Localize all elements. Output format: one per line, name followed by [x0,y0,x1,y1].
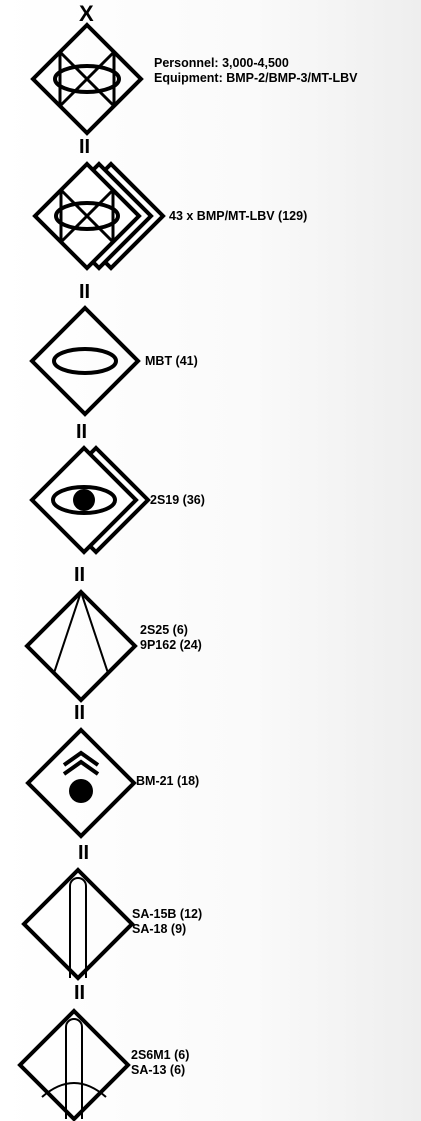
label-line: BM-21 (18) [136,774,200,788]
unit-label: BM-21 (18) [136,774,199,789]
unit-label: MBT (41) [145,354,198,369]
label-line: 2S6M1 (6) [131,1048,190,1062]
label-line: 2S19 (36) [150,493,205,507]
unit-label: 43 x BMP/MT-LBV (129) [169,209,307,224]
unit-mech-battalion: II 43 x BMP/MT-LBV (129) [0,135,421,280]
unit-sp-artillery-battalion: II 2S19 (36) [0,420,421,565]
echelon-marker: II [74,982,86,1004]
echelon-marker: II [74,702,86,724]
unit-tank-battalion: II MBT (41) [0,280,421,420]
unit-label: SA-15B (12) SA-18 (9) [132,907,202,937]
echelon-marker: II [79,136,91,158]
armor-icon [29,305,141,417]
label-line: 43 x BMP/MT-LBV (129) [169,209,308,223]
unit-label: 2S6M1 (6) SA-13 (6) [131,1048,189,1078]
self-propelled-artillery-icon [29,445,151,555]
label-line: Equipment: BMP-2/BMP-3/MT-LBV [154,71,358,85]
label-line: SA-18 (9) [132,922,187,936]
echelon-marker: II [76,421,88,443]
label-line: 9P162 (24) [140,638,202,652]
echelon-marker: II [79,281,91,303]
mechanized-infantry-icon [30,22,144,136]
unit-brigade: X Personnel: 3,000-4,500 Equipment: BMP-… [0,0,421,140]
unit-label: 2S25 (6) 9P162 (24) [140,623,202,653]
echelon-marker: II [78,842,90,864]
rocket-artillery-icon [25,727,137,839]
mechanized-infantry-icon [32,161,166,271]
antitank-icon [24,589,138,703]
unit-air-defense-gun-missile-battalion: II 2S6M1 (6) SA-13 (6) [0,983,421,1121]
label-line: Personnel: 3,000-4,500 [154,56,289,70]
unit-label: 2S19 (36) [150,493,205,508]
unit-air-defense-missile-battalion: II SA-15B (12) SA-18 (9) [0,843,421,983]
label-line: 2S25 (6) [140,623,188,637]
air-defense-gun-missile-icon [17,1008,131,1121]
label-line: SA-13 (6) [131,1063,186,1077]
air-defense-missile-icon [21,867,135,981]
unit-label: Personnel: 3,000-4,500 Equipment: BMP-2/… [154,56,357,86]
echelon-marker: II [74,564,86,586]
label-line: MBT (41) [145,354,198,368]
unit-rocket-artillery-battalion: II BM-21 (18) [0,703,421,843]
echelon-marker: X [79,1,94,26]
unit-antitank-battalion: II 2S25 (6) 9P162 (24) [0,565,421,705]
label-line: SA-15B (12) [132,907,203,921]
